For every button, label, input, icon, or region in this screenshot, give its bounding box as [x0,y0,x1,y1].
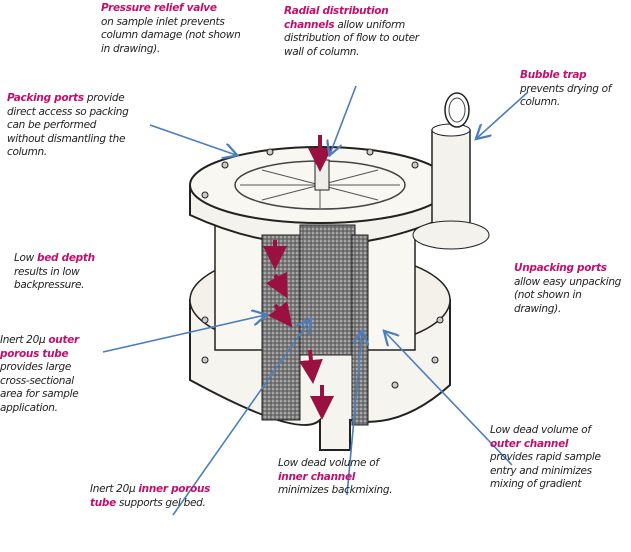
label-title: Radial distribution channels [284,5,389,31]
label-text: provides rapid sample entry and minimize… [490,451,601,490]
label-inner-tube: Inert 20μ inner porous tube supports gel… [90,483,212,510]
label-title: outer porous tube [0,334,79,360]
arrow-radial [330,85,357,154]
label-pre: Low [14,252,37,264]
label-title: Pressure relief valve [101,2,217,14]
column-body [189,92,490,451]
arrow-inner-channel [346,332,362,496]
label-text: prevents drying of column. [520,82,612,109]
arrow-inner-tube [172,320,310,516]
label-title: Packing ports [7,92,84,104]
label-text: allow uniform distribution of flow to ou… [284,18,419,58]
label-text: provides large cross-sectional area for … [0,361,79,414]
label-inner-channel: Low dead volume of inner channel minimiz… [278,457,396,498]
label-title: bed depth [37,252,95,264]
arrow-bubble-trap [477,91,529,138]
arrow-outer-channel [385,332,513,466]
label-text: provide direct access so packing can be … [7,92,129,158]
label-title: inner channel [278,470,356,483]
arrow-packing-ports [149,124,236,155]
label-text: on sample inlet prevents column damage (… [101,15,241,55]
label-title: inner porous tube [90,483,211,509]
callout-arrows [102,85,529,516]
label-packing-ports: Packing ports provide direct access so p… [7,92,135,160]
label-bubble-trap: Bubble trap prevents drying of column. [520,69,630,110]
label-outer-tube: Inert 20μ outer porous tube provides lar… [0,334,85,415]
label-pre: Inert 20μ [90,483,139,495]
label-pre: Low dead volume of [278,457,379,469]
label-bed-depth: Low bed depth results in low backpressur… [14,252,104,293]
label-radial: Radial distribution channels allow unifo… [284,5,419,59]
label-unpacking-ports: Unpacking ports allow easy unpacking (no… [514,262,629,316]
flow-arrows [263,135,334,420]
label-pressure-relief: Pressure relief valve on sample inlet pr… [101,2,241,56]
label-text: results in low backpressure. [14,265,85,292]
label-pre: Inert 20μ [0,334,49,346]
label-text: supports gel bed. [115,496,206,509]
label-text: allow easy unpacking (not shown in drawi… [514,275,622,315]
label-text: minimizes backmixing. [278,484,393,496]
label-title: Unpacking ports [514,262,607,274]
label-title: outer channel [490,437,569,450]
label-outer-channel: Low dead volume of outer channel provide… [490,424,612,492]
arrow-outer-tube [102,315,265,353]
label-title: Bubble trap [520,69,587,81]
label-pre: Low dead volume of [490,424,591,436]
